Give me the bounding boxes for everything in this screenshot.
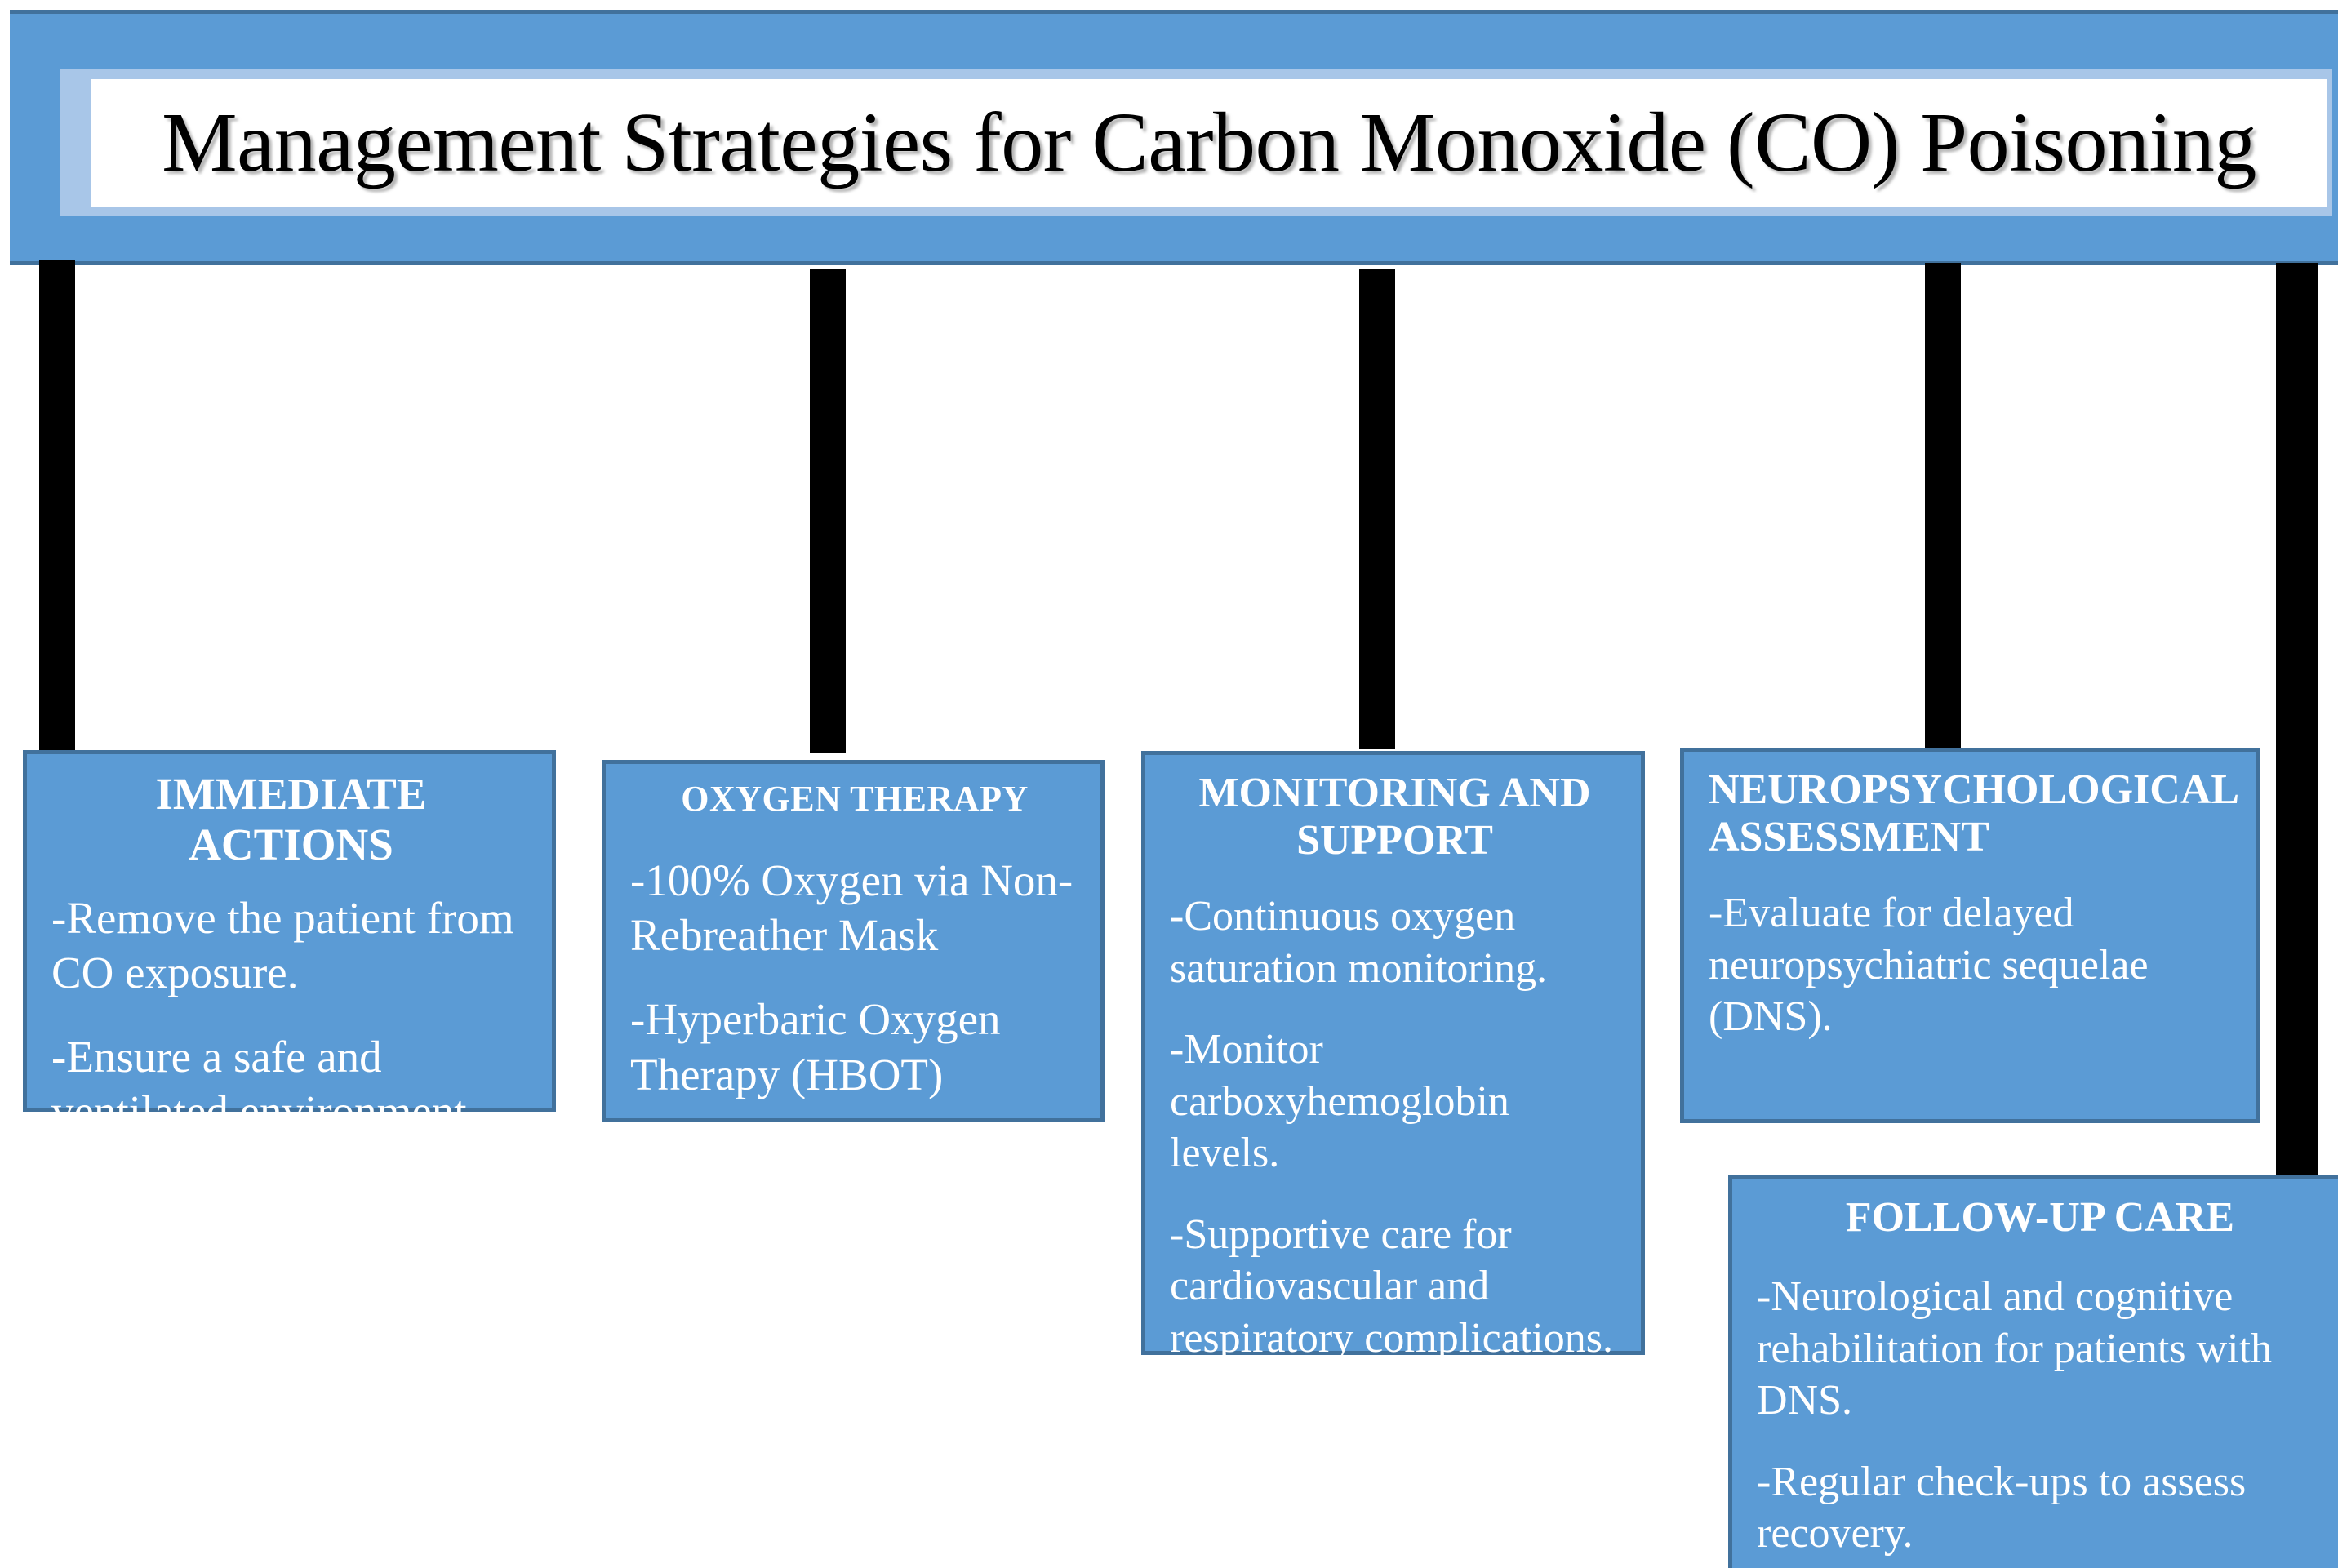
card-body: -Remove the patient from CO exposure. -E… (51, 874, 531, 1139)
card-bullet: -Evaluate for delayed neuropsychiatric s… (1709, 890, 2149, 1041)
card-body: -Evaluate for delayed neuropsychiatric s… (1709, 866, 2234, 1042)
card-body: -Neurological and cognitive rehabilitati… (1757, 1246, 2323, 1559)
card-bullet: -Regular check-ups to assess recovery. (1757, 1458, 2247, 1557)
connector-to-oxygen-therapy (810, 269, 846, 753)
connector-to-immediate-actions (39, 260, 75, 753)
card-neuropsychological-assessment[interactable]: NEUROPSYCHOLOGICAL ASSESSMENT -Evaluate … (1680, 748, 2260, 1123)
card-bullet: -Ensure a safe and ventilated environmen… (51, 1032, 478, 1137)
card-title: IMMEDIATE ACTIONS (155, 769, 427, 869)
card-bullet: -Supportive care for cardiovascular and … (1170, 1210, 1613, 1361)
card-body: -Continuous oxygen saturation monitoring… (1170, 869, 1620, 1364)
card-title: NEUROPSYCHOLOGICAL ASSESSMENT (1709, 766, 2238, 861)
card-bullet: -100% Oxygen via Non-Rebreather Mask (630, 855, 1073, 961)
card-title: FOLLOW-UP CARE (1845, 1194, 2235, 1241)
card-title: OXYGEN THERAPY (681, 779, 1029, 819)
card-body: -100% Oxygen via Non-Rebreather Mask -Hy… (630, 824, 1079, 1101)
header-title-box: Management Strategies for Carbon Monoxid… (91, 79, 2327, 207)
card-bullet: -Hyperbaric Oxygen Therapy (HBOT) (630, 994, 1001, 1099)
page-title: Management Strategies for Carbon Monoxid… (162, 96, 2256, 190)
card-oxygen-therapy[interactable]: OXYGEN THERAPY -100% Oxygen via Non-Rebr… (602, 760, 1105, 1122)
card-immediate-actions[interactable]: IMMEDIATE ACTIONS -Remove the patient fr… (23, 750, 556, 1136)
card-title: MONITORING AND SUPPORT (1198, 770, 1591, 864)
header-banner: Management Strategies for Carbon Monoxid… (10, 10, 2338, 265)
card-bullet: -Neurological and cognitive rehabilitati… (1757, 1273, 2273, 1424)
connector-to-follow-up-care (2276, 263, 2318, 1184)
connector-to-neuropsychological-assessment (1925, 263, 1961, 751)
connector-to-monitoring-support (1359, 269, 1395, 749)
card-monitoring-support[interactable]: MONITORING AND SUPPORT -Continuous oxyge… (1141, 751, 1645, 1361)
card-bullet: -Remove the patient from CO exposure. (51, 893, 514, 998)
card-follow-up-care[interactable]: FOLLOW-UP CARE -Neurological and cogniti… (1728, 1175, 2338, 1568)
card-bullet: -Continuous oxygen saturation monitoring… (1170, 893, 1548, 992)
card-bullet: -Monitor carboxyhemoglobin levels. (1170, 1026, 1509, 1177)
